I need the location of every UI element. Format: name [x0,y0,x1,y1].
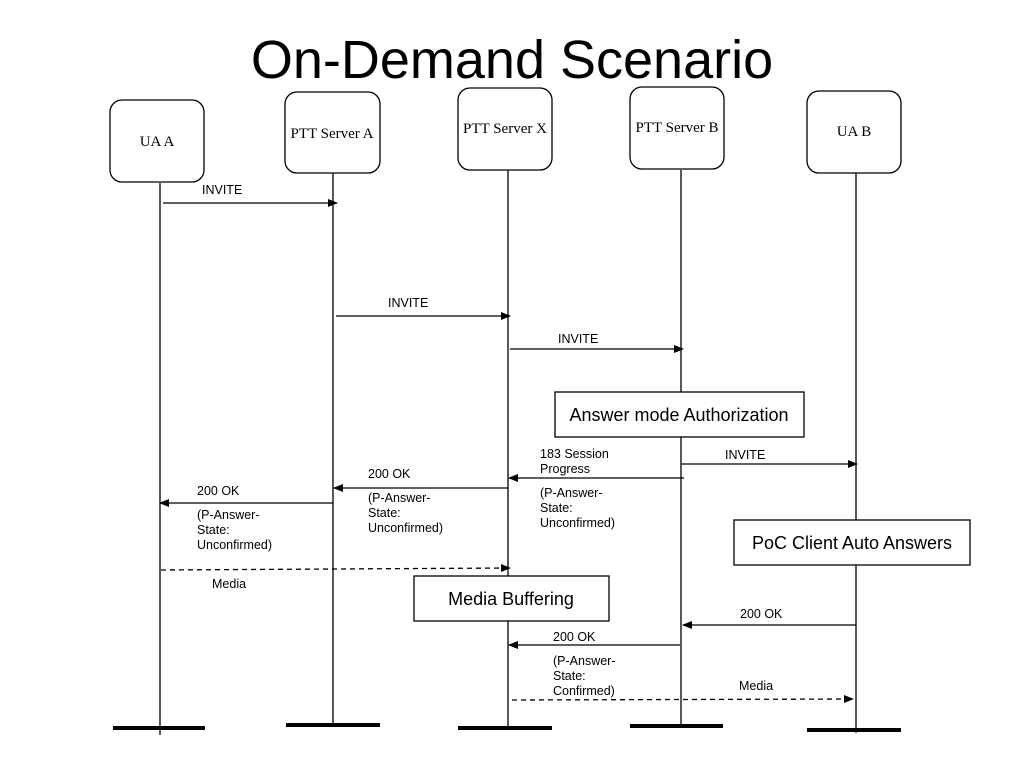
entity-box-ua-b [806,90,902,174]
message-200-ok-ptt-b-to-ptt-x: 200 OK (P-Answer- State: Confirmed) [508,630,680,698]
message-sublabel: Unconfirmed) [368,521,443,535]
note-label: Media Buffering [448,589,574,609]
message-sublabel: State: [197,523,230,537]
message-label: INVITE [388,296,428,310]
entity-ptt-server-a: PTT Server A [284,91,381,727]
message-sublabel: (P-Answer- [197,508,260,522]
diagram-title: On-Demand Scenario [251,30,773,90]
message-sublabel: State: [553,669,586,683]
note-box [733,519,971,566]
message-arrow [160,564,511,573]
note-box [413,575,610,622]
message-label: Media [212,577,246,591]
message-sublabel: State: [368,506,401,520]
entity-box-ua-a [109,99,205,183]
message-label: 200 OK [553,630,596,644]
message-sublabel: (P-Answer- [368,491,431,505]
message-invite-ptt-x-to-ptt-b: INVITE [510,332,684,353]
message-label: INVITE [725,448,765,462]
message-label: Progress [540,462,590,476]
message-200-ok-ua-b-to-ptt-b: 200 OK [682,607,856,629]
entity-box-ptt-server-a [284,91,381,174]
note-answer-mode-authorization: Answer mode Authorization [554,391,805,438]
entity-label-ptt-server-x: PTT Server X [463,121,547,137]
entity-box-ptt-server-x [457,87,553,171]
note-box [554,391,805,438]
note-label: PoC Client Auto Answers [752,533,952,553]
message-label: 200 OK [197,484,240,498]
message-label: 200 OK [368,467,411,481]
note-label: Answer mode Authorization [569,405,788,425]
entity-label-ptt-server-a: PTT Server A [290,126,373,142]
entity-label-ua-a: UA A [140,134,175,150]
message-183-session-progress: 183 Session Progress (P-Answer- State: U… [508,447,684,530]
message-200-ok-ptt-a-to-ua-a: 200 OK (P-Answer- State: Unconfirmed) [159,484,333,552]
message-invite-ptt-a-to-ptt-x: INVITE [336,296,511,320]
message-sublabel: (P-Answer- [540,486,603,500]
message-invite-ua-a-to-ptt-a: INVITE [163,183,338,207]
message-arrow [511,695,854,704]
entity-ua-b: UA B [806,90,902,733]
message-label: Media [739,679,773,693]
entity-ua-a: UA A [109,99,205,735]
message-label: INVITE [202,183,242,197]
entity-label-ptt-server-b: PTT Server B [635,120,718,136]
message-sublabel: State: [540,501,573,515]
message-media-ua-a-to-ptt-x: Media [160,564,511,591]
entity-ptt-server-b: PTT Server B [629,86,725,728]
message-label: 183 Session [540,447,609,461]
entity-box-ptt-server-b [629,86,725,170]
note-media-buffering: Media Buffering [413,575,610,622]
message-label: INVITE [558,332,598,346]
message-sublabel: Unconfirmed) [197,538,272,552]
message-media-ptt-x-to-ua-b: Media [511,679,854,704]
message-sublabel: (P-Answer- [553,654,616,668]
message-label: 200 OK [740,607,783,621]
message-200-ok-ptt-x-to-ptt-a: 200 OK (P-Answer- State: Unconfirmed) [333,467,508,535]
message-sublabel: Confirmed) [553,684,615,698]
message-invite-ptt-b-to-ua-b: INVITE [681,448,858,468]
message-sublabel: Unconfirmed) [540,516,615,530]
note-poc-client-auto-answers: PoC Client Auto Answers [733,519,971,566]
entity-ptt-server-x: PTT Server X [457,87,553,730]
entity-label-ua-b: UA B [837,124,872,140]
